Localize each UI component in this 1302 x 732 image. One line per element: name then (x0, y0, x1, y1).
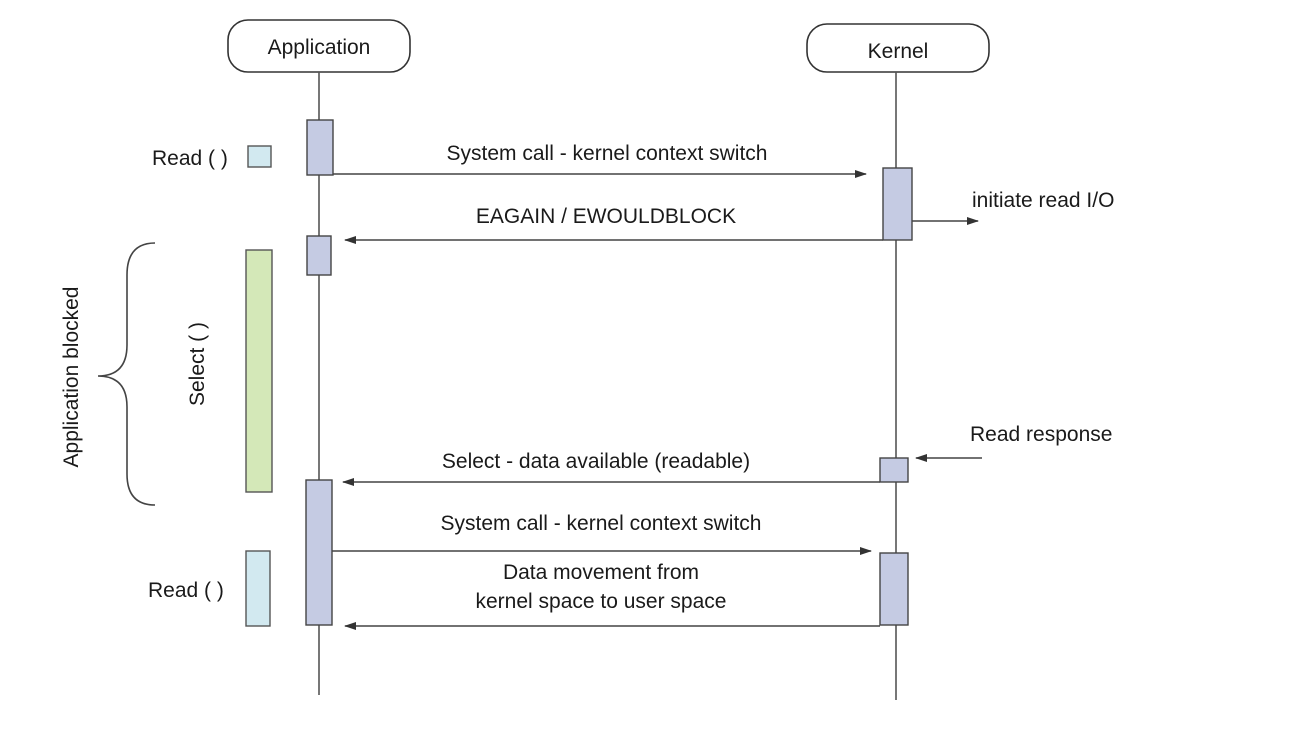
kernel-activation-3 (879, 552, 909, 626)
blocked-brace (97, 242, 156, 506)
app-activation-2 (306, 235, 332, 276)
syscall-label-2: System call - kernel context switch (441, 512, 762, 535)
kernel-activation-1 (882, 167, 913, 241)
syscall-label-1: System call - kernel context switch (447, 142, 768, 165)
actor-kernel: Kernel (806, 23, 990, 73)
select-available-label: Select - data available (readable) (442, 450, 750, 473)
actor-application: Application (227, 19, 411, 73)
read-label-2: Read ( ) (148, 579, 224, 602)
eagain-label: EAGAIN / EWOULDBLOCK (476, 205, 736, 228)
application-blocked-label: Application blocked (60, 287, 83, 468)
initiate-read-label: initiate read I/O (972, 189, 1114, 212)
data-movement-label-line1: Data movement from (503, 561, 699, 584)
read-label-1: Read ( ) (152, 147, 228, 170)
read-response-label: Read response (970, 423, 1112, 446)
actor-kernel-label: Kernel (868, 40, 929, 63)
select-indicator (245, 249, 273, 493)
select-label: Select ( ) (186, 322, 209, 406)
app-activation-1 (306, 119, 334, 176)
actor-application-label: Application (268, 36, 371, 59)
data-movement-label-line2: kernel space to user space (476, 590, 727, 613)
kernel-activation-2 (879, 457, 909, 483)
read-indicator-2 (245, 550, 271, 627)
read-indicator-1 (247, 145, 272, 168)
app-activation-3 (305, 479, 333, 626)
